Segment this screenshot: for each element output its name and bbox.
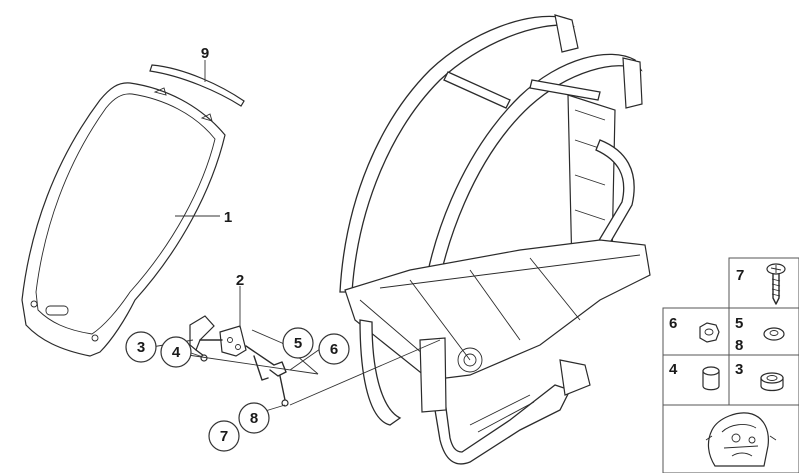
legend-label-8: 8: [735, 337, 743, 354]
legend-cell-assembly: [662, 404, 799, 473]
legend-label-4: 4: [669, 361, 678, 378]
callout-7: 7: [208, 420, 240, 452]
leader-lines: [151, 60, 441, 413]
frame-assembly: [339, 14, 651, 465]
part-2-bracket: [189, 315, 289, 407]
callout-1: 1: [224, 209, 232, 226]
callout-6-label: 6: [330, 341, 338, 358]
callout-4: 4: [160, 336, 192, 368]
legend-label-7: 7: [736, 267, 744, 284]
callout-3-label: 3: [137, 339, 145, 356]
legend-cell-4: 4: [662, 354, 730, 406]
hardware-legend: 7 6 5 8 4 3: [662, 257, 799, 473]
legend-cell-6: 6: [662, 307, 730, 356]
callout-8: 8: [238, 402, 270, 434]
callout-3: 3: [125, 331, 157, 363]
callout-9-label: 9: [201, 45, 209, 62]
legend-cell-7: 7: [728, 257, 799, 309]
part-1-windscreen: [21, 82, 226, 357]
legend-label-5: 5: [735, 315, 743, 332]
callout-5-label: 5: [294, 335, 302, 352]
callout-5: 5: [282, 327, 314, 359]
callout-4-label: 4: [172, 344, 181, 361]
callout-7-label: 7: [220, 428, 228, 445]
callout-2: 2: [236, 272, 244, 289]
callout-1-label: 1: [224, 209, 232, 226]
callout-6: 6: [318, 333, 350, 365]
legend-label-3: 3: [735, 361, 743, 378]
callout-8-label: 8: [250, 410, 258, 427]
callout-9: 9: [201, 45, 209, 62]
callout-2-label: 2: [236, 272, 244, 289]
legend-cell-3: 3: [728, 354, 799, 406]
legend-label-6: 6: [669, 315, 677, 332]
part-9-strip: [149, 64, 245, 107]
legend-cell-5-8: 5 8: [728, 307, 799, 356]
